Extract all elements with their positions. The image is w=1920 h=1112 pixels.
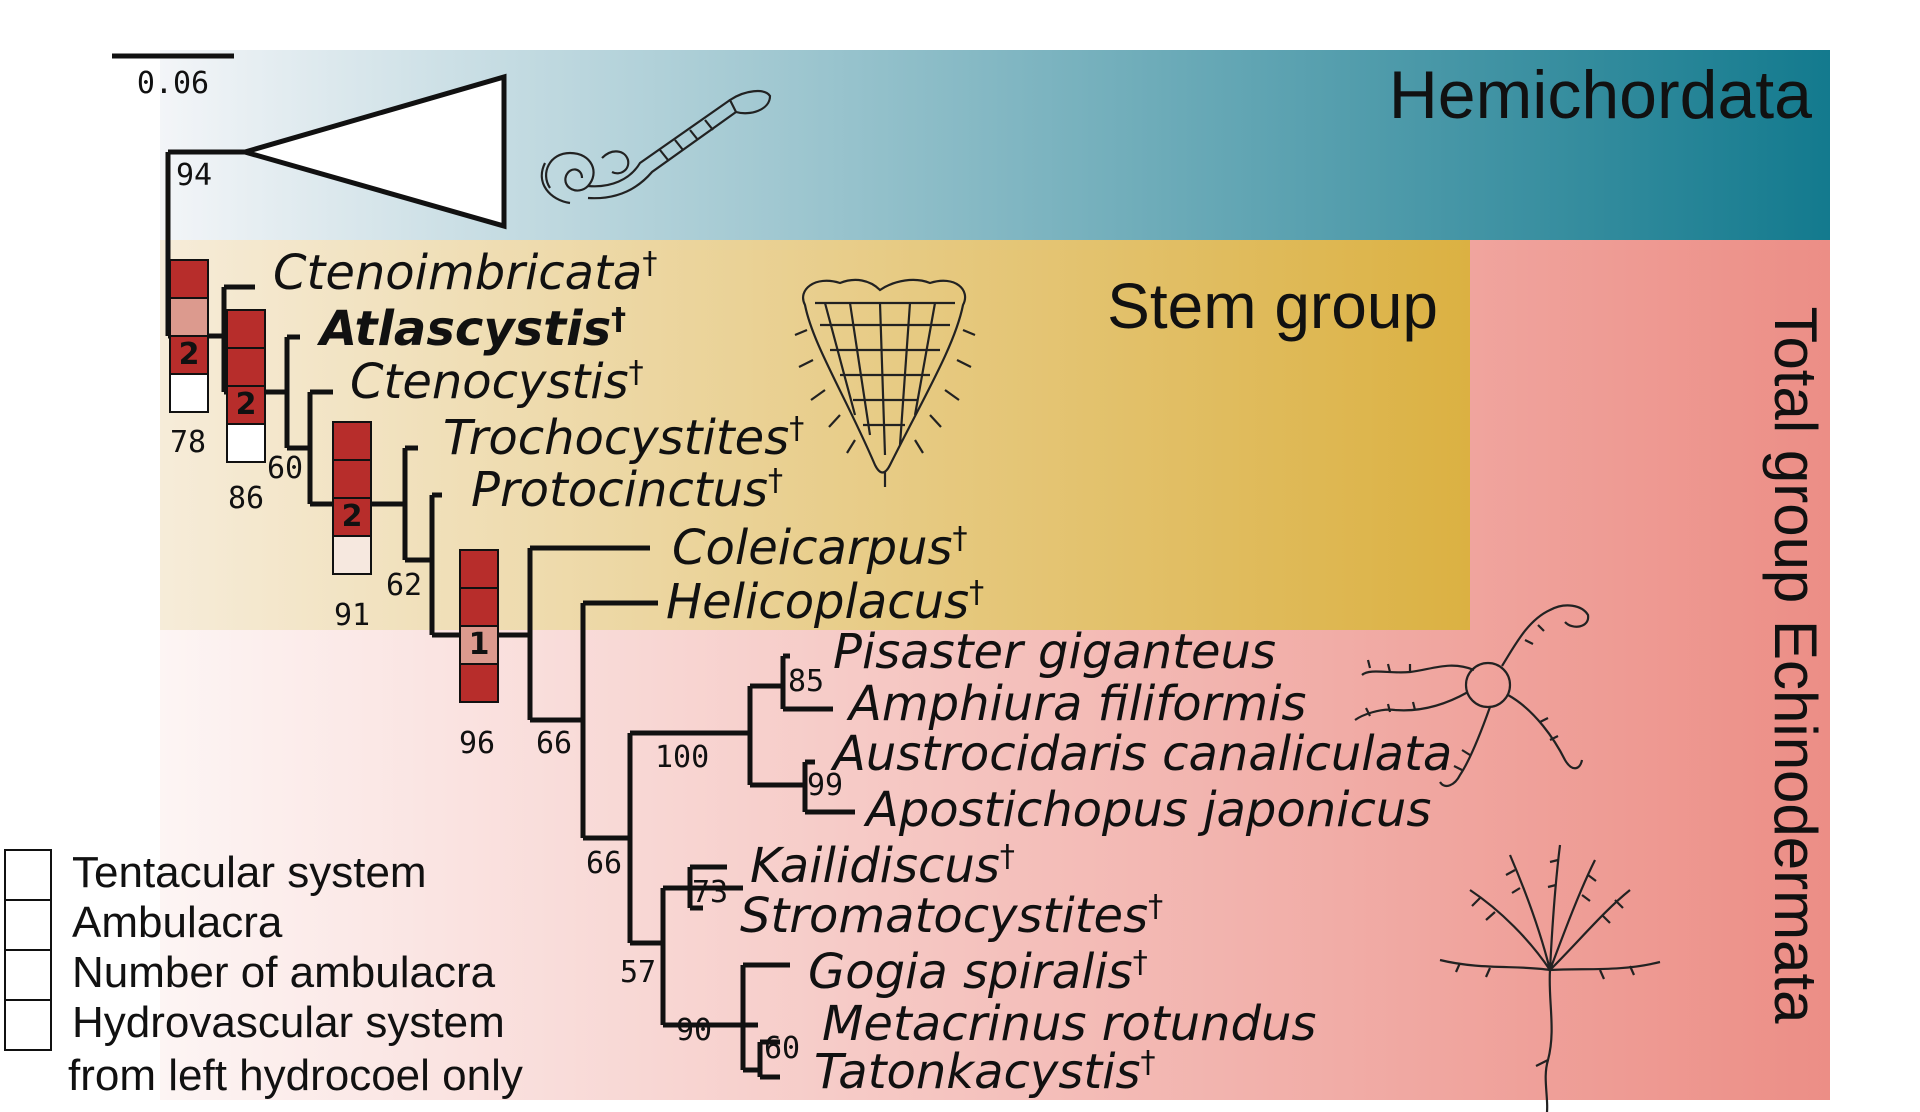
legend-label-ambulacra: Ambulacra	[72, 898, 283, 947]
support-value: 62	[386, 568, 422, 603]
taxon-amphiura-filiformis: Amphiura filiformis	[846, 676, 1306, 732]
taxon-tatonkacystis: Tatonkacystis†	[814, 1044, 1155, 1100]
ambulacra-count-label: 1	[469, 627, 490, 662]
support-value: 99	[807, 768, 843, 803]
character-state-box	[332, 535, 372, 575]
stem-group-label: Stem group	[1107, 270, 1438, 342]
taxon-trochocystites: Trochocystites†	[443, 410, 804, 466]
character-state-box	[332, 459, 372, 499]
support-value: 73	[692, 875, 728, 910]
legend-label-left-hydrocoel: from left hydrocoel only	[68, 1051, 523, 1100]
taxon-gogia-spiralis: Gogia spiralis†	[808, 944, 1148, 1000]
scale-bar-label: 0.06	[137, 66, 209, 101]
hemichordata-collapsed-clade	[235, 73, 507, 230]
character-state-box	[459, 587, 499, 627]
taxon-pisaster-giganteus: Pisaster giganteus	[833, 624, 1276, 680]
character-state-box	[459, 625, 499, 665]
character-state-box	[169, 297, 209, 337]
legend-label-number-ambulacra: Number of ambulacra	[72, 948, 496, 997]
character-state-box	[332, 421, 372, 461]
support-value: 91	[334, 598, 370, 633]
ambulacra-count-label: 2	[342, 499, 363, 534]
support-value: 85	[788, 664, 824, 699]
total-group-label: Total group Echinodermata	[1762, 306, 1829, 1024]
character-state-box	[226, 385, 266, 425]
taxon-coleicarpus: Coleicarpus†	[672, 520, 968, 576]
support-value: 100	[655, 740, 709, 775]
character-state-box	[459, 663, 499, 703]
taxon-apostichopus-japonicus: Apostichopus japonicus	[863, 782, 1431, 838]
character-state-box	[169, 335, 209, 375]
support-values: 94 78 86 60 91 62 96 66 66 57 100 85 99 …	[170, 158, 843, 1066]
hemichordata-label: Hemichordata	[1389, 57, 1812, 133]
legend-box-hydrovascular	[4, 999, 52, 1051]
legend-box-ambulacra	[4, 899, 52, 951]
taxon-protocinctus: Protocinctus†	[471, 462, 783, 518]
character-state-box	[226, 423, 266, 463]
legend-box-number-ambulacra	[4, 949, 52, 1001]
taxon-stromatocystites: Stromatocystites†	[740, 888, 1163, 944]
taxon-atlascystis: Atlascystis†	[316, 301, 626, 357]
ambulacra-count-label: 2	[236, 387, 257, 422]
taxon-ctenoimbricata: Ctenoimbricata†	[273, 245, 657, 301]
acorn-worm-icon	[540, 90, 772, 205]
character-state-box	[226, 347, 266, 387]
taxon-ctenocystis: Ctenocystis†	[350, 354, 644, 410]
support-value: 78	[170, 425, 206, 460]
taxon-metacrinus-rotundus: Metacrinus rotundus	[822, 996, 1316, 1052]
taxon-kailidiscus: Kailidiscus†	[750, 838, 1015, 894]
support-value: 60	[267, 451, 303, 486]
ctenocystoid-icon	[794, 278, 976, 487]
character-state-box	[459, 549, 499, 589]
character-state-boxes: 2 2 2 1	[169, 259, 499, 703]
taxon-austrocidaris-canaliculata: Austrocidaris canaliculata	[830, 726, 1452, 782]
support-value: 66	[536, 726, 572, 761]
legend-box-tentacular	[4, 849, 52, 901]
legend-label-hydrovascular: Hydrovascular system	[72, 998, 505, 1047]
support-value: 60	[764, 1031, 800, 1066]
support-value: 66	[586, 846, 622, 881]
character-state-box	[226, 309, 266, 349]
brittle-star-icon	[1354, 604, 1590, 788]
support-value: 57	[620, 955, 656, 990]
support-value: 86	[228, 481, 264, 516]
taxon-helicoplacus: Helicoplacus†	[666, 574, 984, 630]
crinoid-icon	[1439, 844, 1661, 1112]
legend-label-tentacular: Tentacular system	[72, 848, 427, 897]
character-state-box	[332, 497, 372, 537]
character-state-box	[169, 259, 209, 299]
support-value: 94	[176, 158, 212, 193]
character-state-box	[169, 373, 209, 413]
tree-branches	[165, 149, 855, 1080]
legend: Tentacular system Ambulacra Number of am…	[4, 848, 523, 1100]
support-value: 96	[459, 726, 495, 761]
ambulacra-count-label: 2	[179, 337, 200, 372]
support-value: 90	[676, 1013, 712, 1048]
stem-group-panel	[160, 240, 1470, 630]
